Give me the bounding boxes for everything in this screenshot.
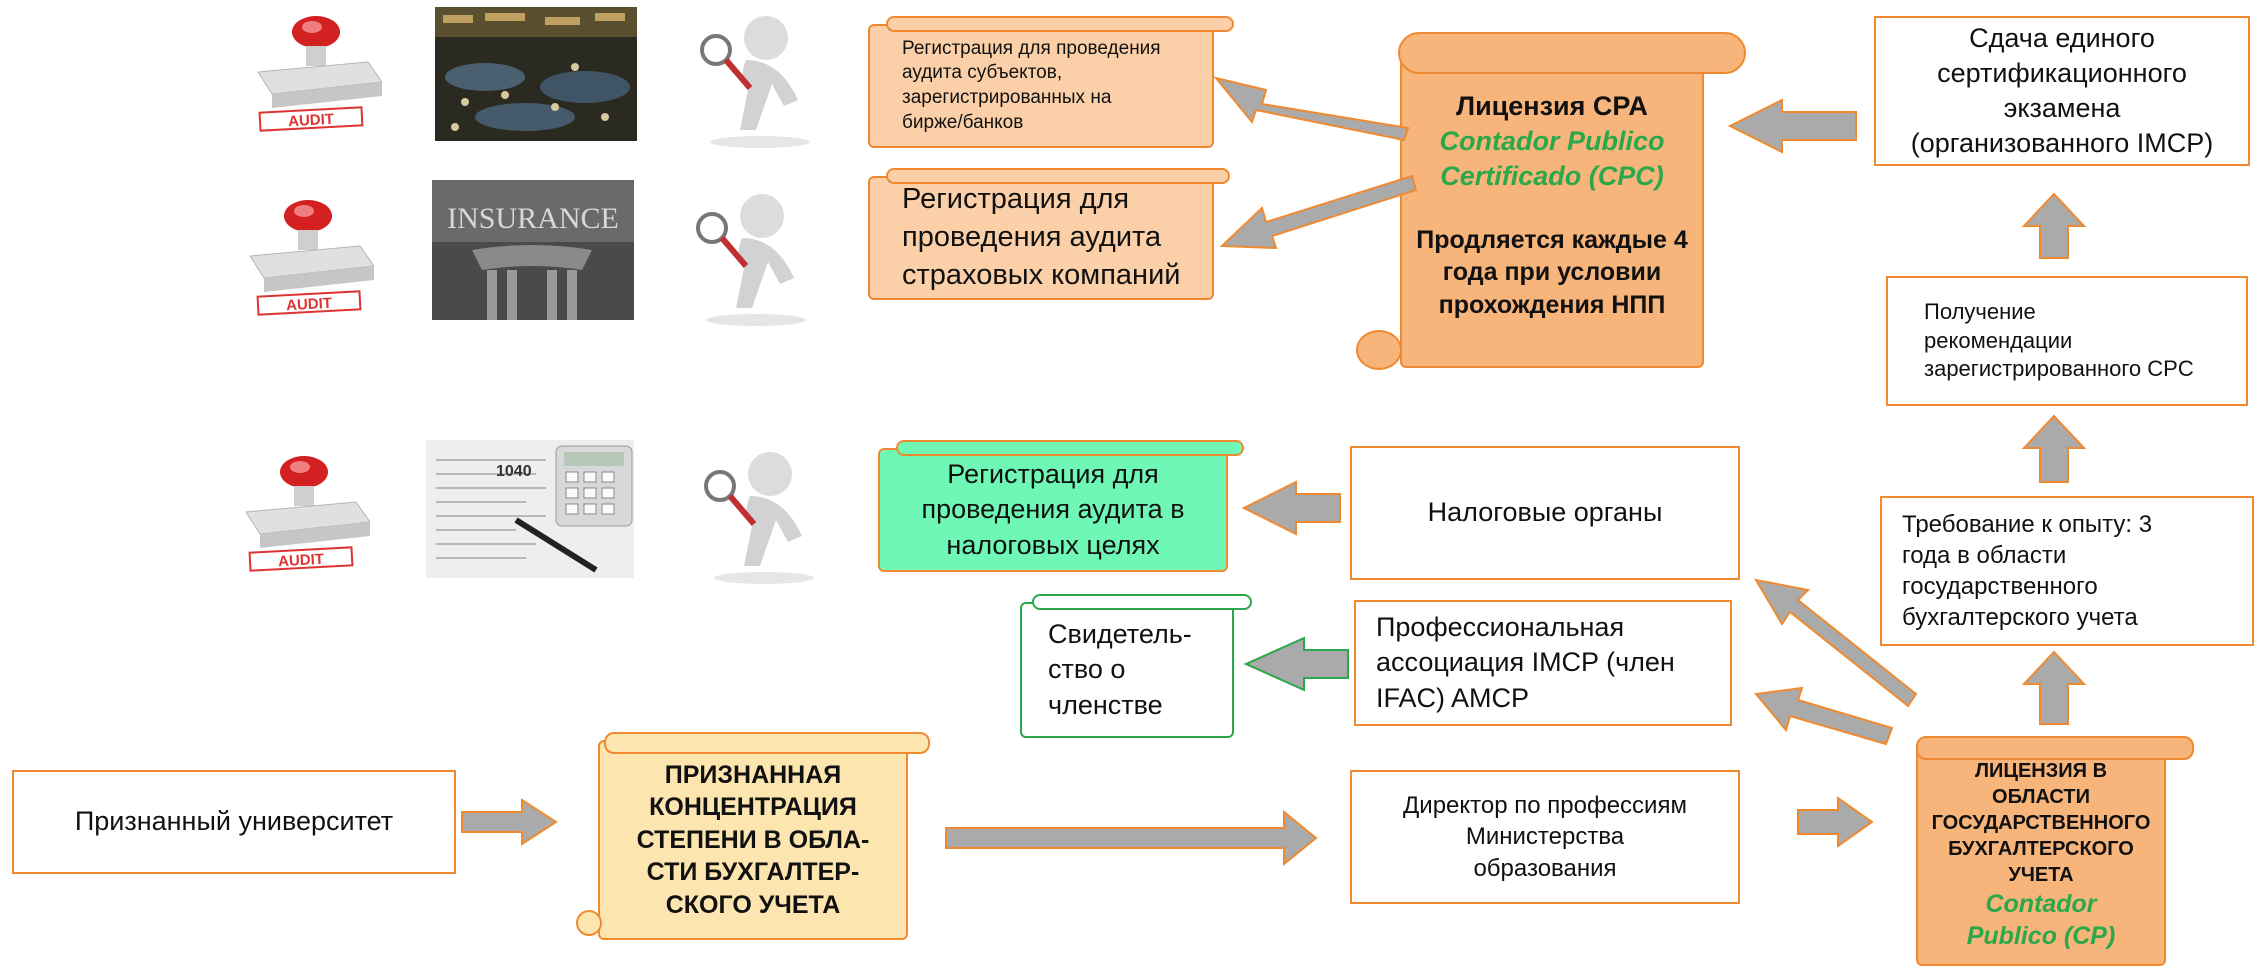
arrow-exam-to-cpa bbox=[1727, 98, 1857, 154]
scroll-curl bbox=[886, 168, 1230, 184]
tax-authorities-label: Налоговые органы bbox=[1427, 497, 1663, 528]
scroll-curl bbox=[604, 732, 930, 754]
tax-authorities-box: Налоговые органы bbox=[1350, 446, 1740, 580]
scroll-curl bbox=[1916, 736, 2194, 760]
cp-license-title: ЛИЦЕНЗИЯ В ОБЛАСТИ ГОСУДАРСТВЕННОГО БУХГ… bbox=[1931, 759, 2151, 886]
arrow-cpa-to-insurance bbox=[1219, 174, 1418, 250]
cpa-name: Contador Publico Certificado (CPC) bbox=[1439, 125, 1665, 191]
degree-box: ПРИЗНАННАЯ КОНЦЕНТРАЦИЯ СТЕПЕНИ В ОБЛА- … bbox=[598, 740, 908, 940]
arrow-cpa-to-stock bbox=[1213, 76, 1410, 142]
investigator-figure-icon bbox=[684, 446, 844, 588]
experience-box: Требование к опыту: 3 года в области гос… bbox=[1880, 496, 2254, 646]
cpa-license-box: Лицензия CPA Contador Publico Certificad… bbox=[1400, 42, 1704, 368]
ministry-box: Директор по профессиям Министерства обра… bbox=[1350, 770, 1740, 904]
cp-license-name: Contador Publico (CP) bbox=[1966, 889, 2116, 951]
scroll-curl bbox=[1398, 32, 1746, 74]
membership-box: Свидетель- ство о членстве bbox=[1020, 602, 1234, 738]
reg-stock-label: Регистрация для проведения аудита субъек… bbox=[902, 37, 1161, 133]
audit-stamp-icon: AUDIT bbox=[248, 10, 388, 132]
exam-label: Сдача единого сертификационного экзамена… bbox=[1910, 22, 2214, 159]
reg-tax-label: Регистрация для проведения аудита в нало… bbox=[921, 459, 1185, 560]
investigator-figure-icon bbox=[680, 10, 840, 152]
scroll-curl bbox=[1032, 594, 1252, 610]
university-box: Признанный университет bbox=[12, 770, 456, 874]
scroll-curl bbox=[576, 910, 602, 936]
audit-stamp-icon: AUDIT bbox=[236, 450, 376, 572]
stamp-text: AUDIT bbox=[286, 295, 333, 314]
tax-form-text: 1040 bbox=[496, 463, 532, 480]
arrow-univ-to-degree bbox=[461, 798, 558, 846]
arrow-assoc-to-member bbox=[1243, 636, 1349, 692]
recommendation-label: Получение рекомендации зарегистрированно… bbox=[1924, 299, 2194, 382]
cpa-renew: Продляется каждые 4 года при условии про… bbox=[1416, 225, 1688, 319]
recommendation-box: Получение рекомендации зарегистрированно… bbox=[1886, 276, 2248, 406]
membership-label: Свидетель- ство о членстве bbox=[1048, 619, 1192, 720]
stock-exchange-photo bbox=[435, 7, 637, 141]
audit-stamp-icon: AUDIT bbox=[240, 194, 380, 316]
investigator-figure-icon bbox=[676, 188, 836, 330]
prof-assoc-box: Профессиональная ассоциация IMCP (член I… bbox=[1354, 600, 1732, 726]
scroll-curl bbox=[896, 440, 1244, 456]
cp-license-box: ЛИЦЕНЗИЯ В ОБЛАСТИ ГОСУДАРСТВЕННОГО БУХГ… bbox=[1916, 744, 2166, 966]
university-label: Признанный университет bbox=[74, 806, 394, 837]
arrow-cp-to-exp bbox=[2021, 650, 2087, 725]
insurance-photo: INSURANCE bbox=[432, 180, 634, 320]
scroll-curl bbox=[1356, 330, 1402, 370]
exam-box: Сдача единого сертификационного экзамена… bbox=[1874, 16, 2250, 166]
reg-tax-box: Регистрация для проведения аудита в нало… bbox=[878, 448, 1228, 572]
degree-label: ПРИЗНАННАЯ КОНЦЕНТРАЦИЯ СТЕПЕНИ В ОБЛА- … bbox=[636, 760, 870, 919]
arrow-ministry-to-cp bbox=[1797, 796, 1874, 848]
cpa-title: Лицензия CPA bbox=[1456, 90, 1648, 121]
scroll-curl bbox=[886, 16, 1234, 32]
stamp-text: AUDIT bbox=[288, 111, 335, 130]
experience-label: Требование к опыту: 3 года в области гос… bbox=[1902, 510, 2153, 632]
stamp-text: AUDIT bbox=[278, 551, 325, 570]
tax-form-photo: 1040 bbox=[426, 440, 634, 578]
insurance-photo-text: INSURANCE bbox=[447, 202, 619, 235]
reg-insurance-label: Регистрация для проведения аудита страхо… bbox=[902, 183, 1181, 291]
arrow-rec-to-exam bbox=[2021, 192, 2087, 259]
arrow-cp-to-assoc bbox=[1754, 686, 1894, 746]
arrow-degree-to-ministry bbox=[945, 809, 1318, 867]
arrow-tax-to-reg bbox=[1241, 480, 1341, 536]
reg-stock-box: Регистрация для проведения аудита субъек… bbox=[868, 24, 1214, 148]
prof-assoc-label: Профессиональная ассоциация IMCP (член I… bbox=[1376, 612, 1675, 713]
arrow-exp-to-rec bbox=[2021, 414, 2087, 483]
ministry-label: Директор по профессиям Министерства обра… bbox=[1403, 792, 1687, 882]
arrow-cp-to-tax bbox=[1754, 578, 1918, 708]
reg-insurance-box: Регистрация для проведения аудита страхо… bbox=[868, 176, 1214, 300]
